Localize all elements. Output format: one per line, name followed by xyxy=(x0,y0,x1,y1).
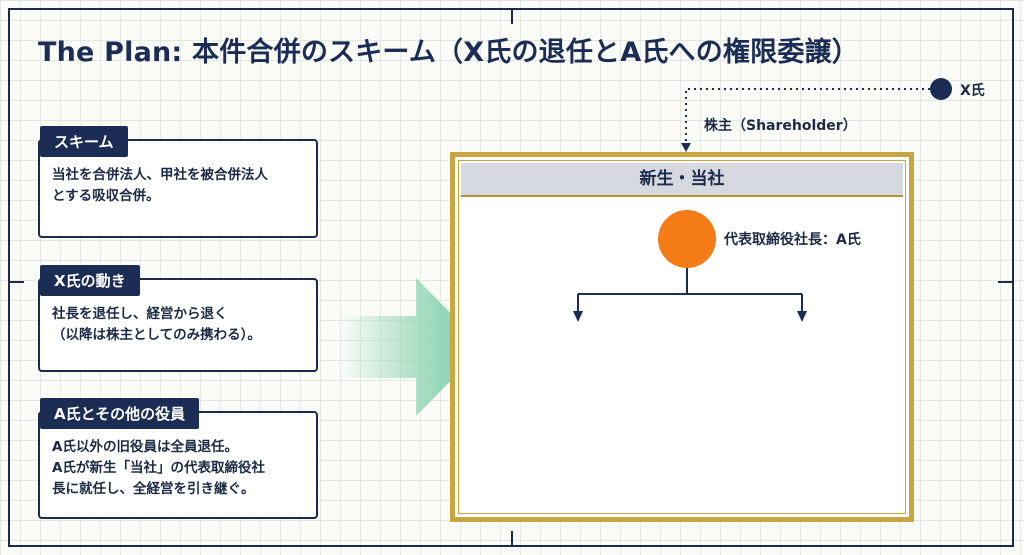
card-a-officers-line: A氏以外の旧役員は全員退任。 xyxy=(52,439,238,455)
card-x-movement-heading: X氏の動き xyxy=(40,265,140,296)
shareholder-dotted-line xyxy=(685,88,930,144)
president-node xyxy=(658,210,716,268)
x-person-label: X氏 xyxy=(960,83,985,99)
frame-tick-top xyxy=(511,8,513,24)
card-scheme: スキーム 当社を合併法人、甲社を被合併法人 とする吸収合併。 xyxy=(38,126,318,238)
card-scheme-heading: スキーム xyxy=(40,126,128,157)
frame-tick-left xyxy=(8,281,24,283)
frame-tick-right xyxy=(998,281,1014,283)
card-scheme-line: 当社を合併法人、甲社を被合併法人 xyxy=(52,167,268,183)
card-scheme-body: 当社を合併法人、甲社を被合併法人 とする吸収合併。 xyxy=(52,165,306,207)
card-a-officers: A氏とその他の役員 A氏以外の旧役員は全員退任。 A氏が新生「当社」の代表取締役… xyxy=(38,398,318,519)
card-scheme-line: とする吸収合併。 xyxy=(52,188,160,204)
org-tree-arrowhead-left xyxy=(573,311,583,322)
card-x-movement-line: （以降は株主としてのみ携わる）。 xyxy=(52,327,261,343)
card-a-officers-line: 長に就任し、全経営を引き継ぐ。 xyxy=(52,481,255,497)
new-company-inner-border xyxy=(458,160,906,514)
page-title: The Plan: 本件合併のスキーム（X氏の退任とA氏への権限委譲） xyxy=(38,37,859,68)
card-x-movement-body: 社長を退任し、経営から退く （以降は株主としてのみ携わる）。 xyxy=(52,304,306,346)
x-person-node xyxy=(930,78,952,100)
org-tree-lines xyxy=(577,268,803,312)
card-a-officers-heading: A氏とその他の役員 xyxy=(40,398,200,429)
card-a-officers-body: A氏以外の旧役員は全員退任。 A氏が新生「当社」の代表取締役社 長に就任し、全経… xyxy=(52,437,306,500)
card-x-movement: X氏の動き 社長を退任し、経営から退く （以降は株主としてのみ携わる）。 xyxy=(38,265,318,372)
org-tree-arrowhead-right xyxy=(797,311,807,322)
card-x-movement-line: 社長を退任し、経営から退く xyxy=(52,306,228,322)
shareholder-arrowhead xyxy=(681,143,691,152)
frame-tick-bottom xyxy=(511,531,513,547)
card-a-officers-line: A氏が新生「当社」の代表取締役社 xyxy=(52,460,265,476)
new-company-title: 新生・当社 xyxy=(461,163,903,197)
shareholder-label: 株主（Shareholder） xyxy=(704,118,857,134)
merge-arrow-icon xyxy=(340,278,484,416)
president-label: 代表取締役社長：A氏 xyxy=(724,232,861,248)
